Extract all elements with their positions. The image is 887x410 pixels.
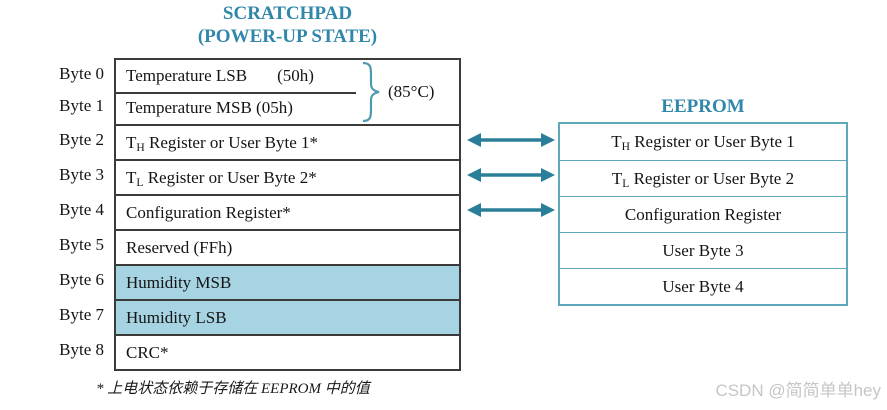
temperature-lsb-label: Temperature LSB <box>126 66 248 85</box>
scratchpad-row-byte6: Humidity MSB <box>116 264 459 299</box>
byte-label-4: Byte 4 <box>59 199 104 219</box>
scratchpad-row-byte7: Humidity LSB <box>116 299 459 334</box>
bidirectional-arrow-icon <box>466 131 556 149</box>
eeprom-config-label: Configuration Register <box>624 204 782 224</box>
eeprom-row-user3: User Byte 3 <box>560 232 846 268</box>
byte-label-3: Byte 3 <box>59 164 104 184</box>
scratchpad-row-byte4: Configuration Register* <box>116 194 459 229</box>
th-register-label: TH Register or User Byte 1* <box>126 132 319 154</box>
eeprom-th-label: TH Register or User Byte 1 <box>611 132 795 154</box>
eeprom-tl-label: TL Register or User Byte 2 <box>611 168 795 190</box>
byte-label-column: Byte 0 Byte 1 Byte 2 Byte 3 Byte 4 Byte … <box>28 58 108 367</box>
scratchpad-row-byte8: CRC* <box>116 334 459 369</box>
bidirectional-arrow-icon <box>466 201 556 219</box>
byte-label-8: Byte 8 <box>59 339 104 359</box>
humidity-msb-label: Humidity MSB <box>126 272 232 292</box>
curly-brace-icon <box>360 61 382 127</box>
temperature-lsb-value: (50h) <box>277 66 314 85</box>
configuration-register-label: Configuration Register* <box>126 202 291 222</box>
crc-label: CRC* <box>126 342 169 362</box>
byte-label-0: Byte 0 <box>59 64 104 83</box>
scratchpad-title-line1: SCRATCHPAD <box>222 3 353 24</box>
byte-label-1: Byte 1 <box>59 96 104 115</box>
tl-register-label: TL Register or User Byte 2* <box>126 167 317 189</box>
power-up-temp-annotation: (85°C) <box>388 82 435 101</box>
scratchpad-title-line2: (POWER-UP STATE) <box>197 26 378 47</box>
byte-label-2: Byte 2 <box>59 129 104 149</box>
eeprom-row-config: Configuration Register <box>560 196 846 232</box>
footnote: * 上电状态依赖于存储在 EEPROM 中的值 <box>96 381 370 397</box>
byte-label-7: Byte 7 <box>59 304 104 324</box>
scratchpad-table: Temperature LSB (50h) Temperature MSB (05… <box>114 58 461 371</box>
eeprom-row-th: TH Register or User Byte 1 <box>560 124 846 160</box>
humidity-lsb-label: Humidity LSB <box>126 307 227 327</box>
byte-label-5: Byte 5 <box>59 234 104 254</box>
eeprom-row-tl: TL Register or User Byte 2 <box>560 160 846 196</box>
scratchpad-row-byte2: TH Register or User Byte 1* <box>116 124 459 159</box>
eeprom-row-user4: User Byte 4 <box>560 268 846 304</box>
watermark: CSDN @简简单单hey <box>715 381 881 400</box>
byte-label-6: Byte 6 <box>59 269 104 289</box>
bidirectional-arrow-icon <box>466 166 556 184</box>
scratchpad-row-byte1: Temperature MSB (05h) <box>116 92 459 124</box>
eeprom-table: TH Register or User Byte 1 TL Register o… <box>558 122 848 306</box>
eeprom-user-byte4-label: User Byte 4 <box>662 276 744 296</box>
scratchpad-row-byte0: Temperature LSB (50h) <box>116 60 459 92</box>
scratchpad-row-byte5: Reserved (FFh) <box>116 229 459 264</box>
partial-row-divider <box>116 92 356 94</box>
scratchpad-title: SCRATCHPAD (POWER-UP STATE) <box>100 2 475 48</box>
eeprom-user-byte3-label: User Byte 3 <box>662 240 744 260</box>
eeprom-title: EEPROM <box>661 96 745 117</box>
scratchpad-row-byte3: TL Register or User Byte 2* <box>116 159 459 194</box>
temperature-msb-label: Temperature MSB (05h) <box>126 98 293 117</box>
reserved-label: Reserved (FFh) <box>126 237 233 257</box>
